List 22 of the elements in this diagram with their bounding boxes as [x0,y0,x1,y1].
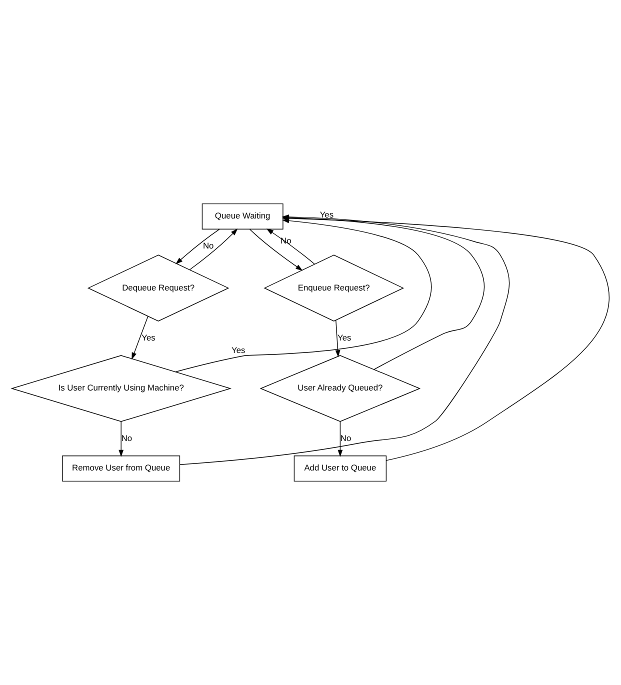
node-box: Add User to Queue [294,456,387,482]
edge-label: Yes [338,332,352,342]
arrow [189,228,238,270]
arrow [335,320,340,358]
arrow [338,421,343,457]
edge-label: Yes [232,345,246,356]
arrow [250,229,303,271]
node-box: Remove User from Queue [62,456,180,482]
arrow [132,316,148,360]
edge-label: No [202,240,214,250]
edge-label: No [340,432,352,443]
node-diamond: Dequeue Request? [87,254,230,322]
arrow [176,228,220,264]
edge-label: No [121,432,132,443]
node-diamond: Enqueue Request? [264,254,404,322]
arrow [266,228,315,264]
edge-label: Yes [320,210,334,220]
node-box: Queue Waiting [202,203,284,230]
arrow [118,421,124,457]
node-diamond: User Already Queued? [260,355,421,422]
edge-label: Yes [142,332,156,342]
node-diamond: Is User Currently Using Machine? [10,355,232,422]
